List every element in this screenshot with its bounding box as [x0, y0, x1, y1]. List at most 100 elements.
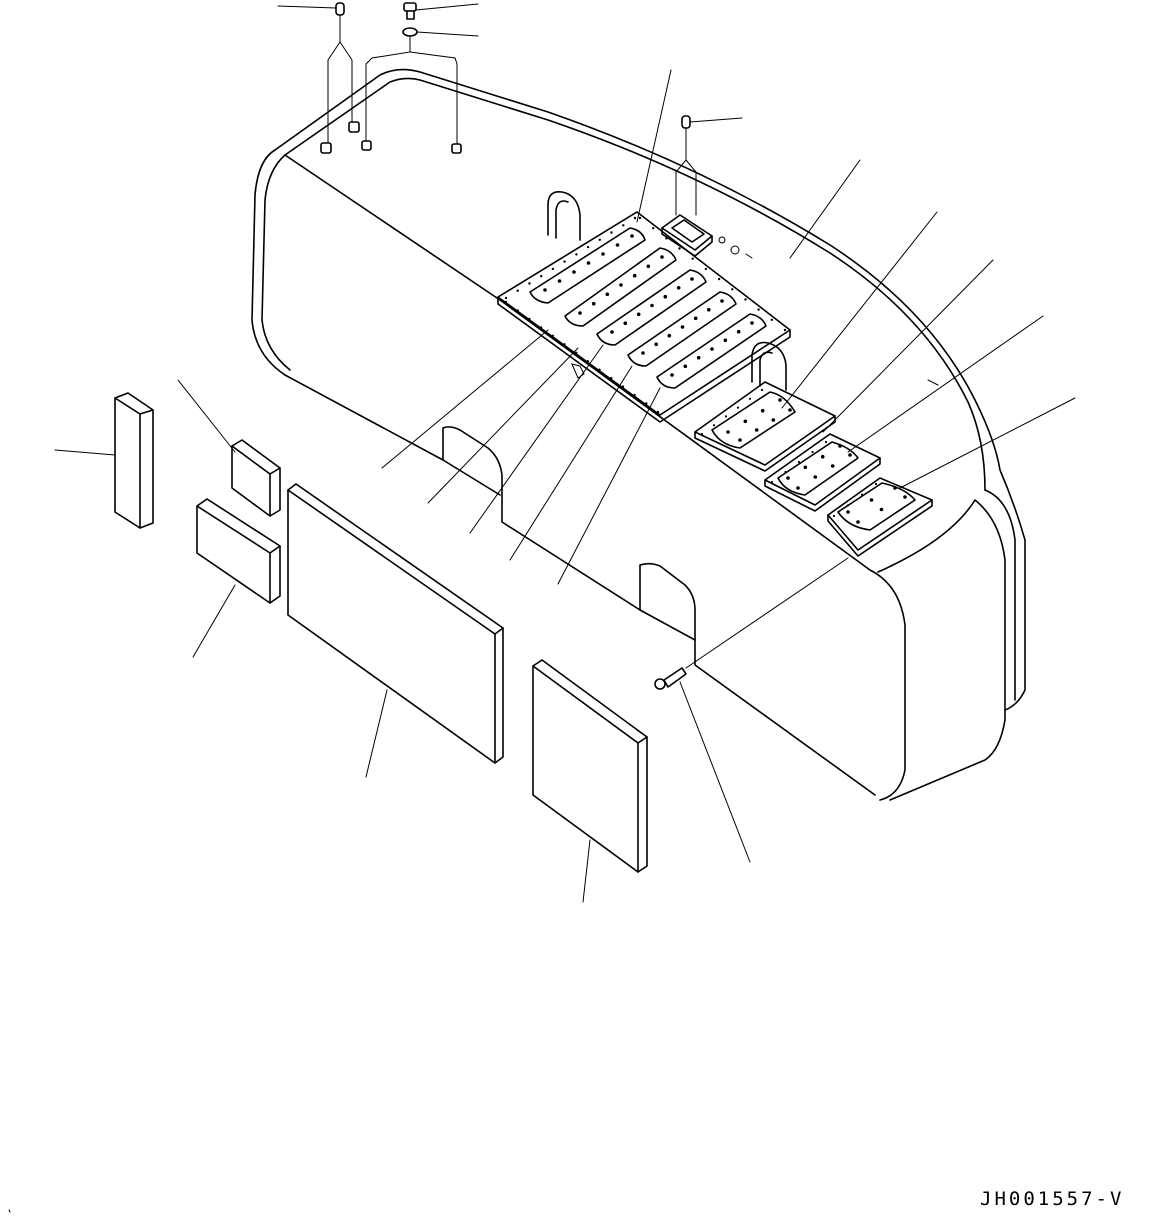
- hole-dot: [645, 402, 648, 405]
- hole-dot: [516, 289, 519, 292]
- hole-dot: [615, 243, 620, 247]
- top-bolt-right: [681, 115, 691, 129]
- lifting-lug-right: [751, 341, 787, 391]
- hole-dot: [770, 318, 773, 321]
- hole-dot: [856, 520, 860, 524]
- hole-dot: [726, 430, 730, 434]
- hole-dot: [903, 495, 907, 499]
- hole-dot: [874, 482, 878, 486]
- hole-dot: [623, 321, 628, 326]
- slotted-top-plate: [497, 211, 791, 423]
- hole-dot: [838, 444, 842, 448]
- hole-dot: [736, 329, 741, 334]
- mounting-bolt: [654, 557, 849, 863]
- pad-square-large: [532, 659, 648, 903]
- hole-dot: [610, 377, 613, 380]
- hole-dot: [504, 300, 508, 304]
- hole-dot: [646, 264, 651, 269]
- pad-medium: [192, 498, 281, 658]
- hole-dot: [783, 328, 787, 332]
- hole-dot: [680, 325, 685, 329]
- hole-dot: [575, 351, 578, 354]
- hole-dot: [670, 373, 674, 377]
- hole-dot: [633, 216, 637, 220]
- hole-dot: [796, 486, 800, 490]
- hole-dot: [771, 418, 776, 422]
- hole-dot: [704, 267, 708, 271]
- pad-large: [287, 483, 504, 778]
- hole-dot: [591, 301, 596, 306]
- hole-dot: [744, 298, 747, 301]
- hole-dot: [846, 510, 850, 514]
- lifting-lug-left: [547, 190, 581, 241]
- hole-dot: [720, 299, 724, 303]
- hole-dot: [830, 464, 835, 468]
- hole-dot: [652, 227, 655, 230]
- hole-dot: [578, 311, 582, 315]
- hole-dot: [632, 273, 637, 278]
- small-plate-3: [827, 477, 933, 557]
- hole-dot: [846, 504, 850, 507]
- plate-slots: [529, 227, 767, 389]
- leader-lines-body: [381, 329, 661, 585]
- hole-dot: [563, 343, 566, 346]
- hole-dot: [738, 438, 742, 442]
- counterweight-body: [251, 68, 1026, 801]
- hole-dot: [760, 388, 764, 392]
- hole-dot: [605, 292, 610, 297]
- plate-holes: [504, 216, 787, 414]
- hole-dot: [754, 428, 759, 432]
- hole-dot: [598, 368, 601, 371]
- hole-dot: [676, 286, 681, 290]
- hole-dot: [786, 476, 790, 480]
- hole-dot: [540, 275, 543, 278]
- hole-dot: [879, 507, 884, 512]
- hole-dot: [824, 440, 828, 444]
- hole-dot: [778, 398, 782, 402]
- small-plate-2: [764, 433, 881, 512]
- hole-dot: [665, 237, 668, 240]
- small-plate-1: [694, 381, 836, 472]
- hole-dot: [619, 283, 623, 287]
- hole-dot: [683, 364, 688, 369]
- hole-dot: [803, 465, 808, 470]
- hole-dot: [691, 257, 694, 260]
- hole-dot: [557, 279, 562, 283]
- top-fitting-box: [661, 214, 753, 259]
- hole-dot: [820, 454, 825, 459]
- hole-dot: [621, 385, 625, 388]
- top-bolt-left: [335, 2, 345, 16]
- hole-dot: [586, 261, 591, 265]
- hole-dot: [622, 224, 625, 227]
- hole-dot: [736, 406, 740, 409]
- hole-dot: [563, 260, 566, 263]
- hole-dot: [650, 303, 654, 308]
- hole-dot: [832, 514, 836, 518]
- hole-dot: [860, 493, 864, 496]
- top-nuts: [320, 121, 462, 154]
- hole-dot: [723, 338, 728, 343]
- hole-dot: [610, 330, 614, 334]
- hole-dot: [654, 342, 658, 347]
- hole-dot: [712, 424, 716, 427]
- hole-dot: [516, 309, 519, 312]
- hole-dot: [748, 397, 752, 400]
- hole-dot: [601, 252, 605, 256]
- hole-dot: [813, 475, 818, 479]
- hole-dot: [784, 470, 787, 474]
- hole-dot: [693, 316, 698, 321]
- top-bolt-center-shank: [406, 10, 415, 20]
- hole-dot: [586, 360, 589, 363]
- hole-dot: [788, 408, 792, 412]
- hole-dot: [633, 393, 636, 397]
- hole-dot: [551, 267, 555, 271]
- hole-dot: [598, 238, 601, 241]
- hole-dot: [638, 216, 642, 220]
- hole-dot: [543, 288, 547, 292]
- drawing-reference-code: JH001557-V: [980, 1188, 1125, 1210]
- top-bolt-center: [403, 2, 417, 12]
- hole-dot: [690, 277, 694, 281]
- hole-dot: [770, 480, 774, 484]
- hole-dot: [743, 419, 748, 424]
